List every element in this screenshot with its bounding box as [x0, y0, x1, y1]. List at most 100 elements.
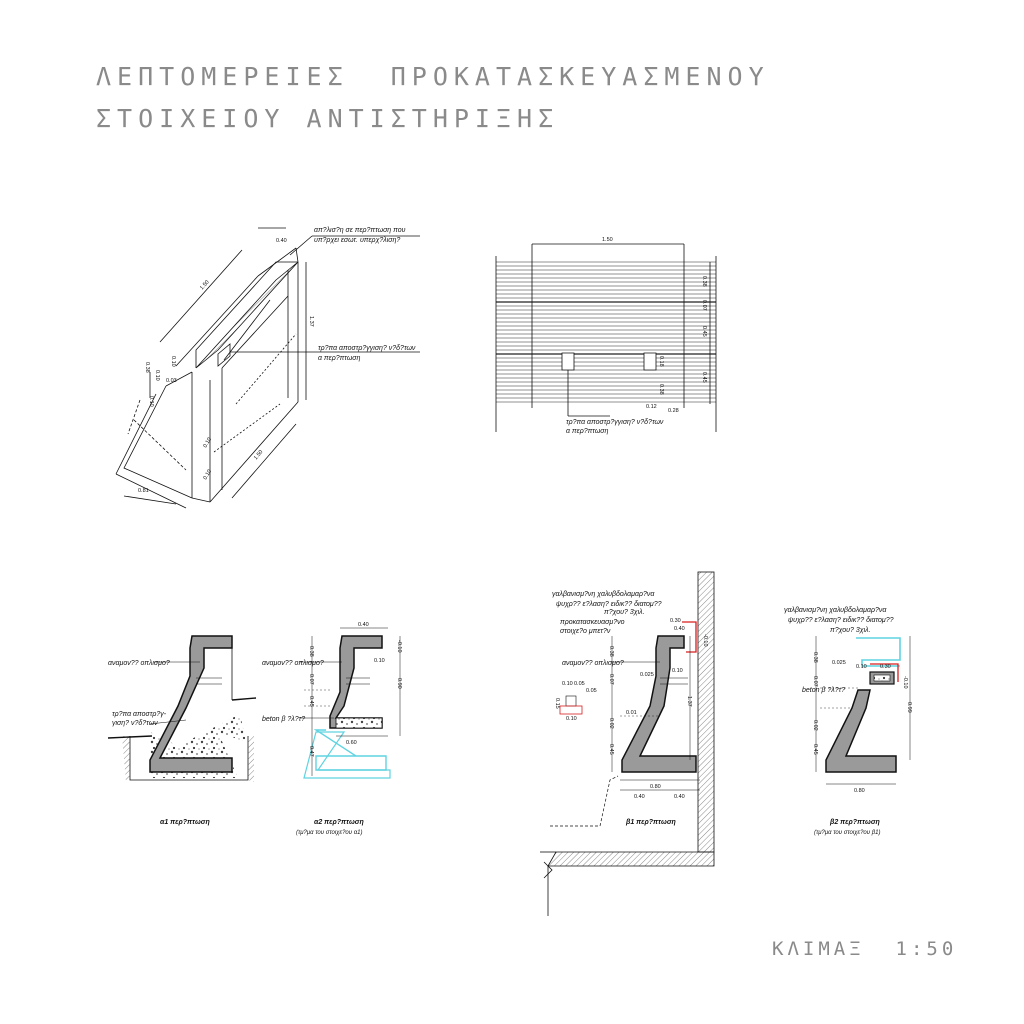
b2-label-steel-2: ψυχρ?? ε?λαση? ειδικ?? διατομ??	[788, 617, 894, 624]
dim-label: 0.45	[701, 372, 707, 383]
dim-label: 0.60	[346, 740, 357, 746]
a1-caption: α1 περ?πτωση	[160, 819, 210, 826]
dim-label: 1.37	[686, 696, 692, 707]
dim-label: 0.025	[640, 672, 654, 678]
dim-label: 0.10	[562, 681, 573, 687]
dim-label: 0.40	[634, 794, 645, 800]
a1-label-hole-1: τρ?πα αποστρ?γ-	[112, 711, 167, 718]
dim-label: 0.025	[832, 660, 846, 666]
a1-label-hole-2: γιση? ν?δ?των	[112, 720, 158, 727]
b2-label-steel-3: π?χου? 3χιλ.	[830, 627, 871, 634]
dim-label: 0.07	[701, 300, 707, 311]
dim-label: 0.40	[674, 794, 685, 800]
b1-label-reinf: αναμον?? οπλισμο?	[562, 660, 624, 667]
dim-label: 0.02	[608, 718, 614, 729]
dim-label: 0.10	[203, 437, 214, 449]
iso-dimension-labels: 0.40 1.50 1.37 0.38 0.10 0.10 0.03 0.10 …	[138, 238, 314, 494]
dim-label: 0.10	[856, 664, 867, 670]
a1-label-reinf: αναμον?? οπλισμο?	[108, 660, 170, 667]
b2-dimension-labels: 0.38 0.025 0.30 0.10 0.07 0.02 0.45 0.80…	[812, 652, 912, 794]
b1-label-steel-2: ψυχρ?? ε?λαση? ειδικ?? διατομ??	[556, 601, 662, 608]
dim-label: 0.40	[358, 622, 369, 628]
dim-label: 0.45	[812, 744, 818, 755]
b1-label-precast-2: στοιχε?ο μπετ?ν	[560, 628, 611, 635]
section-a1	[107, 635, 257, 782]
elevation-frame	[495, 243, 717, 432]
dim-label: 1.50	[253, 449, 264, 461]
dim-label: 0.30	[670, 618, 681, 624]
dim-label: 0.80	[854, 788, 865, 794]
dim-label: 0.10	[672, 668, 683, 674]
isometric-view	[115, 227, 420, 509]
elev-top-dim: 1.50	[602, 237, 613, 243]
dim-label: 0.28	[668, 408, 679, 414]
b2-label-steel-1: γαλβανισμ?νη χαλυβδολαμαρ?να	[784, 607, 887, 614]
b2-caption-sub: (τμ?μα του στοιχε?ου β1)	[814, 830, 880, 836]
dim-label: 0.07	[308, 674, 314, 685]
scale-label: ΚΛΙΜΑΞ 1:50	[772, 938, 958, 960]
dim-label: 0.05	[586, 688, 597, 694]
b2-caption: β2 περ?πτωση	[829, 819, 880, 826]
dim-label: 1.37	[308, 316, 314, 327]
a2-caption: α2 περ?πτωση	[314, 819, 364, 826]
dim-label: 0.10	[148, 396, 154, 407]
dim-label: 0.10	[374, 658, 385, 664]
dim-label: 0.38	[658, 384, 664, 395]
a2-label-reinf: αναμον?? οπλισμο?	[262, 660, 324, 667]
iso-note-hole-2: α περ?πτωση	[318, 355, 360, 362]
dim-label: 0.10	[154, 370, 160, 381]
dim-label: 0.45	[608, 744, 614, 755]
dim-label: 0.05	[574, 681, 585, 687]
dim-label: 0.02	[812, 720, 818, 731]
a2-caption-sub: (τμ?μα του στοιχε?ου α1)	[296, 830, 362, 836]
b1-dimension-labels: 0.30 0.40 0.10 0.025 0.38 0.07 0.45 0.02…	[554, 618, 708, 800]
elevation-view	[496, 261, 716, 403]
dim-label: 0.40	[276, 238, 287, 244]
section-b1	[540, 571, 715, 916]
dim-label: 0.81	[138, 488, 149, 494]
dim-label: 0.38	[308, 646, 314, 657]
dim-label: 0.07	[608, 674, 614, 685]
dim-label: -0.10	[702, 634, 708, 647]
dim-label: 0.15	[554, 698, 560, 709]
elev-note-1: τρ?πα αποστρ?γγιση? ν?δ?των	[566, 419, 664, 426]
drawing-title-line-1: ΛΕΠΤΟΜΕΡΕΙΕΣ ΠΡΟΚΑΤΑΣΚΕΥΑΣΜΕΝΟΥ	[96, 62, 770, 91]
section-b2	[815, 636, 911, 785]
dim-label: 0.30	[880, 664, 891, 670]
dim-label: 0.38	[812, 652, 818, 663]
dim-label: 0.12	[646, 404, 657, 410]
dim-label: 0.38	[144, 362, 150, 373]
dim-label: 0.80	[650, 784, 661, 790]
dim-label: 0.45	[308, 696, 314, 707]
dim-label: 0.90	[396, 678, 402, 689]
dim-label: 0.10	[170, 356, 176, 367]
b2-label-beton: beton β ?λ?τ?	[802, 687, 845, 694]
dim-label: 0.01	[626, 710, 637, 716]
a2-label-beton: beton β ?λ?τ?	[262, 716, 305, 723]
b1-label-steel-3: π?χου? 3χιλ.	[604, 609, 645, 616]
elevation-dimension-labels: 0.38 0.07 0.45 0.45 0.18 0.38 0.12 0.28	[646, 276, 707, 414]
dim-label: 0.38	[701, 276, 707, 287]
dim-label: 0.38	[608, 646, 614, 657]
drawing-title-line-2: ΣΤΟΙΧΕΙΟΥ ΑΝΤΙΣΤΗΡΙΞΗΣ	[96, 104, 560, 133]
b1-caption: β1 περ?πτωση	[625, 819, 676, 826]
b1-label-steel-1: γαλβανισμ?νη χαλυβδολαμαρ?να	[552, 591, 655, 598]
iso-note-hole-1: τρ?πα αποστρ?γγιση? ν?δ?των	[318, 345, 416, 352]
elev-note-2: α περ?πτωση	[566, 428, 608, 435]
dim-label: 1.50	[199, 279, 211, 291]
iso-note-top-2: υπ?ρχει εσωτ. υπερχ?λιση?	[314, 237, 400, 244]
iso-note-top-1: απ?λισ?η σε περ?πτωση που	[314, 227, 406, 234]
dim-label: 0.47	[308, 746, 314, 757]
dim-label: -0.10	[902, 676, 908, 689]
dim-label: 0.03	[166, 378, 177, 384]
dim-label: 0.99	[906, 702, 912, 713]
section-a2	[300, 627, 401, 779]
dim-label: -0.10	[396, 640, 402, 653]
dim-label: 0.07	[812, 676, 818, 687]
b1-label-precast-1: προκατασκευασμ?νο	[560, 619, 625, 626]
dim-label: 0.40	[674, 626, 685, 632]
a2-dimension-labels: 0.40 0.38 0.07 0.45 0.47 0.60 0.90 0.10 …	[308, 622, 402, 757]
dim-label: 0.10	[566, 716, 577, 722]
dim-label: 0.45	[701, 326, 707, 337]
